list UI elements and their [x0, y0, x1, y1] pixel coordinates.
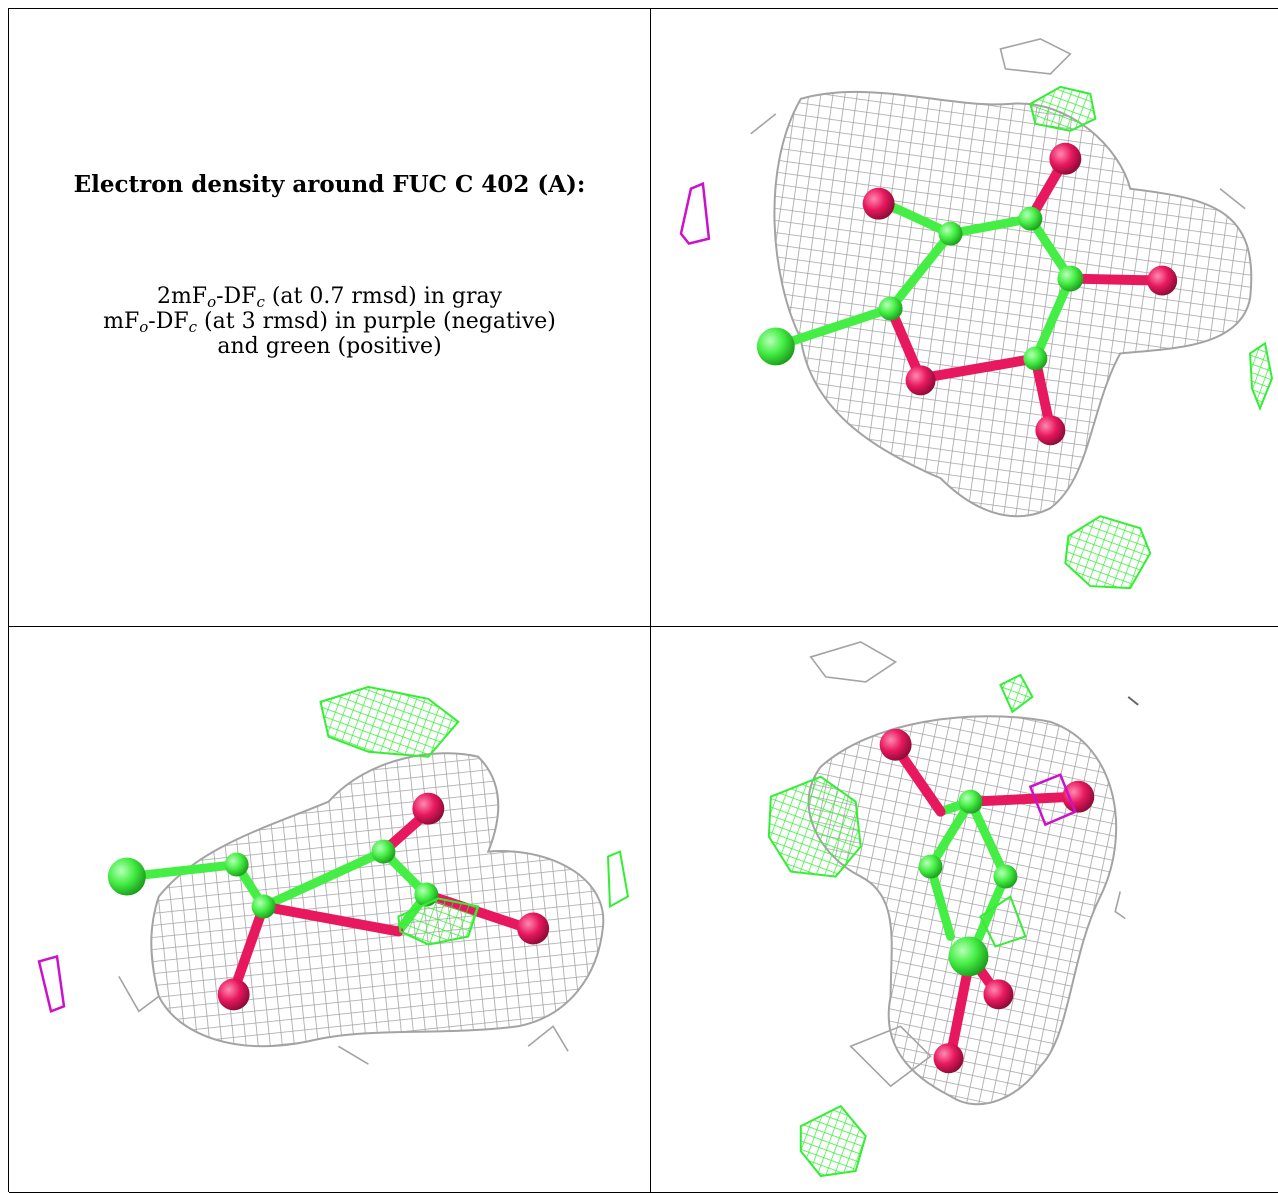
oxygen-atom [217, 978, 250, 1011]
gray-mesh-fragment [1219, 188, 1246, 210]
gray-mesh-fragment [1114, 891, 1126, 920]
carbon-atom [107, 857, 146, 896]
density-mesh-gray [150, 752, 605, 1048]
carbon-atom [1018, 206, 1043, 231]
oxygen-atom [933, 1043, 964, 1074]
oxygen-atom [879, 728, 912, 761]
map-fofc-line-cont: and green (positive) [217, 334, 442, 359]
carbon-atom [958, 789, 983, 814]
carbon-atom [993, 864, 1018, 889]
negative-density-blob [679, 181, 711, 246]
oxygen-atom [983, 979, 1014, 1010]
view-1-render [679, 38, 1274, 590]
oxygen-atom [412, 792, 445, 825]
gray-mesh-fragment [338, 1045, 369, 1065]
density-mesh-gray [807, 715, 1118, 1106]
positive-density-blob [319, 685, 460, 758]
carbon-atom [878, 296, 903, 321]
oxygen-atom [862, 187, 895, 220]
positive-density-blob [606, 850, 630, 909]
positive-density-blob [979, 894, 1027, 948]
map-2fofc-line: 2mFo-DFc (at 0.7 rmsd) in gray [156, 284, 503, 311]
carbon-atom [251, 894, 276, 919]
carbon-atom [918, 854, 943, 879]
positive-density-blob [799, 1104, 867, 1178]
oxygen-atom [1049, 142, 1082, 175]
gray-mesh-fragment [750, 113, 777, 135]
carbon-atom [371, 839, 396, 864]
gray-mesh-fragment [118, 975, 160, 1013]
density-view-1 [651, 9, 1278, 627]
oxygen-atom [517, 912, 550, 945]
oxygen-atom [905, 365, 936, 396]
carbon-atom [224, 852, 249, 877]
positive-density-blob [1064, 515, 1152, 590]
view-2-render [37, 685, 630, 1065]
negative-density-blob [37, 954, 66, 1013]
density-mesh-gray [773, 90, 1253, 518]
negative-density-blob [1028, 773, 1077, 827]
positive-density-blob [397, 897, 480, 946]
gray-mesh-fragment [527, 1025, 569, 1052]
carbon-atom [756, 327, 795, 366]
figure-title: Electron density around FUC C 402 (A): [73, 171, 586, 198]
positive-density-blob [1029, 85, 1097, 132]
positive-density-blob [767, 775, 862, 878]
gray-mesh-fragment [809, 641, 898, 683]
gray-mesh-fragment [1127, 696, 1139, 706]
density-view-2 [9, 627, 651, 1193]
carbon-atom [1057, 265, 1084, 292]
positive-density-blob [999, 673, 1034, 714]
map-description: 2mFo-DFc (at 0.7 rmsd) in gray mFo-DFc (… [103, 284, 556, 359]
density-view-3 [651, 627, 1278, 1193]
carbon-atom [948, 936, 989, 977]
map-fofc-line: mFo-DFc (at 3 rmsd) in purple (negative) [103, 309, 556, 336]
oxygen-atom [1035, 415, 1066, 446]
gray-mesh-fragment [999, 38, 1072, 75]
view-3-render [767, 641, 1139, 1178]
carbon-atom [938, 221, 963, 246]
caption-cell: Electron density around FUC C 402 (A): 2… [9, 9, 651, 627]
positive-density-blob [1249, 341, 1274, 412]
gray-mesh-fragment [849, 1025, 932, 1088]
oxygen-atom [1062, 780, 1095, 813]
carbon-atom [1023, 346, 1048, 371]
figure-grid: Electron density around FUC C 402 (A): 2… [8, 8, 1278, 1193]
oxygen-atom [1147, 265, 1178, 296]
